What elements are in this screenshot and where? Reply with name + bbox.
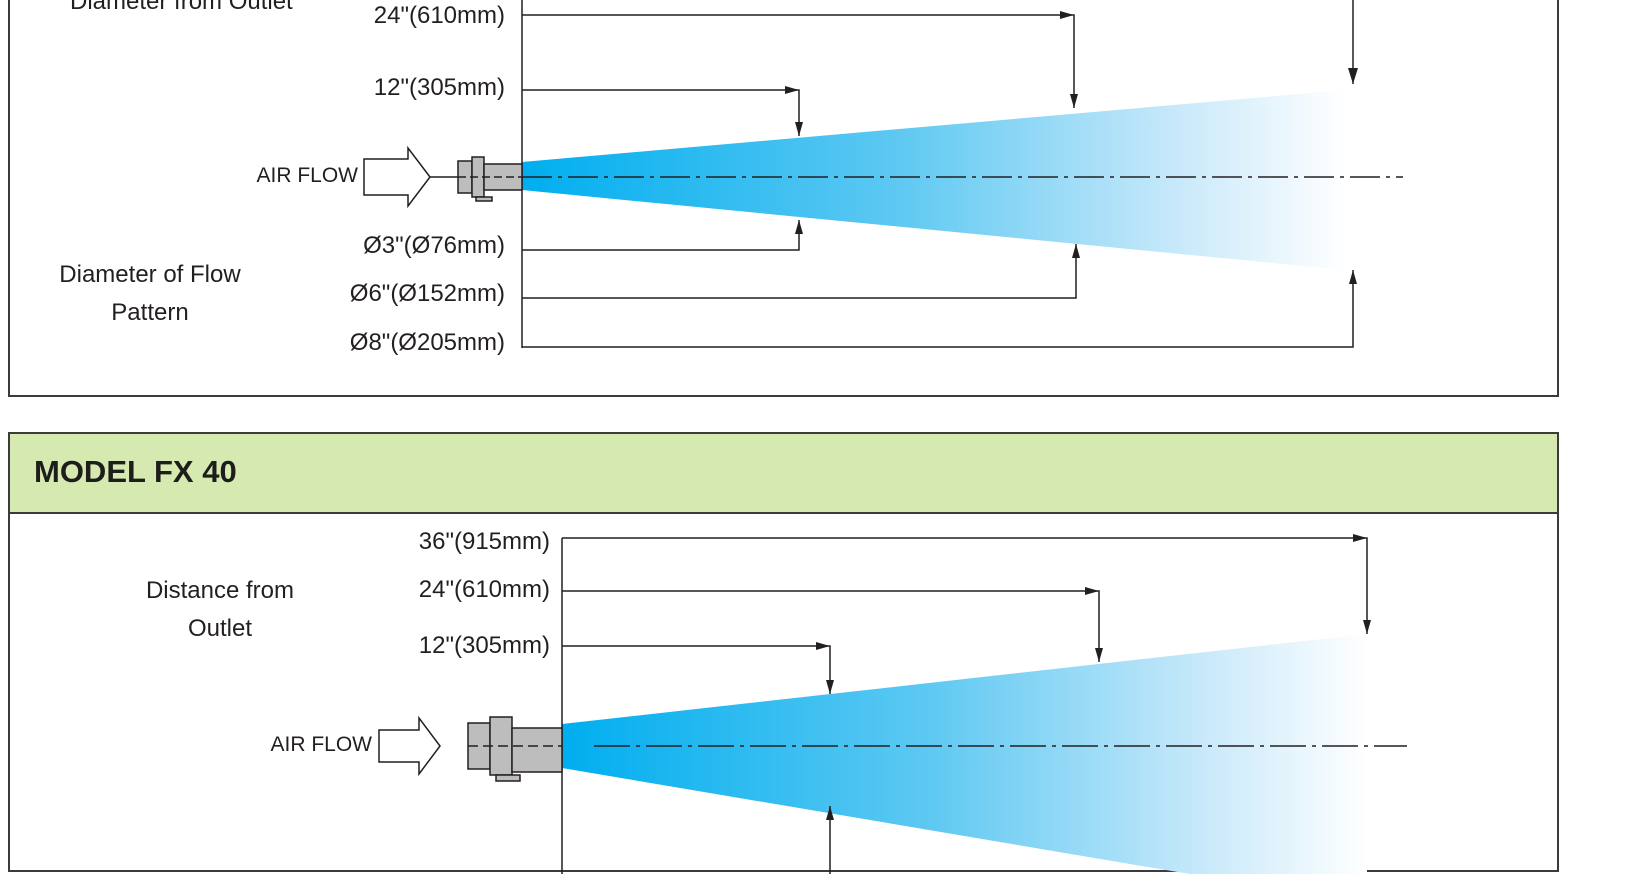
airflow-arrow-icon [378, 715, 441, 777]
diameter-leader-6in [522, 244, 1080, 299]
flow-cone [562, 634, 1367, 874]
diameter-label-8in: Ø8"(Ø205mm) [349, 329, 505, 356]
airflow-label: AIR FLOW [270, 733, 372, 756]
distance-label-24in: 24"(610mm) [418, 576, 550, 603]
model-title: MODEL FX 40 [34, 454, 237, 489]
airflow-label: AIR FLOW [256, 164, 358, 187]
panel-header: MODEL FX 40 [10, 434, 1557, 514]
nozzle-icon [457, 156, 523, 202]
diameter-leader-8in [522, 270, 1357, 348]
flow-pattern-panel-previous: Diameter from Outlet 24"(610mm) 12"(305m… [8, 0, 1559, 397]
flow-diagram-2 [378, 534, 1407, 874]
distance-label-12in: 12"(305mm) [373, 74, 505, 101]
flow-cone [522, 90, 1345, 270]
distance-leader-12in [522, 86, 803, 136]
distance-leader-36in [1348, 0, 1358, 84]
diameter-label-3in: Ø3"(Ø76mm) [363, 232, 505, 259]
distance-leader-24in [562, 587, 1103, 662]
diameter-leader-3in [522, 220, 803, 251]
distance-label-12in: 12"(305mm) [418, 632, 550, 659]
distance-leader-12in [562, 642, 834, 694]
distance-leader-24in [522, 11, 1078, 108]
diameter-label-6in: Ø6"(Ø152mm) [349, 280, 505, 307]
distance-label-24in: 24"(610mm) [373, 2, 505, 29]
flow-pattern-panel-fx40: MODEL FX 40 [8, 432, 1559, 874]
airflow-arrow-icon [363, 145, 431, 209]
diameter-group-label: Diameter of Flow Pattern [59, 261, 241, 326]
distance-group-label: Distance from Outlet [145, 577, 295, 642]
distance-group-label: Diameter from Outlet [70, 0, 293, 15]
distance-label-36in: 36"(915mm) [418, 528, 550, 555]
distance-leader-36in [562, 534, 1371, 634]
flow-diagram-1 [363, 0, 1403, 348]
diameter-leader-3in [826, 806, 834, 874]
nozzle-icon [467, 716, 563, 782]
